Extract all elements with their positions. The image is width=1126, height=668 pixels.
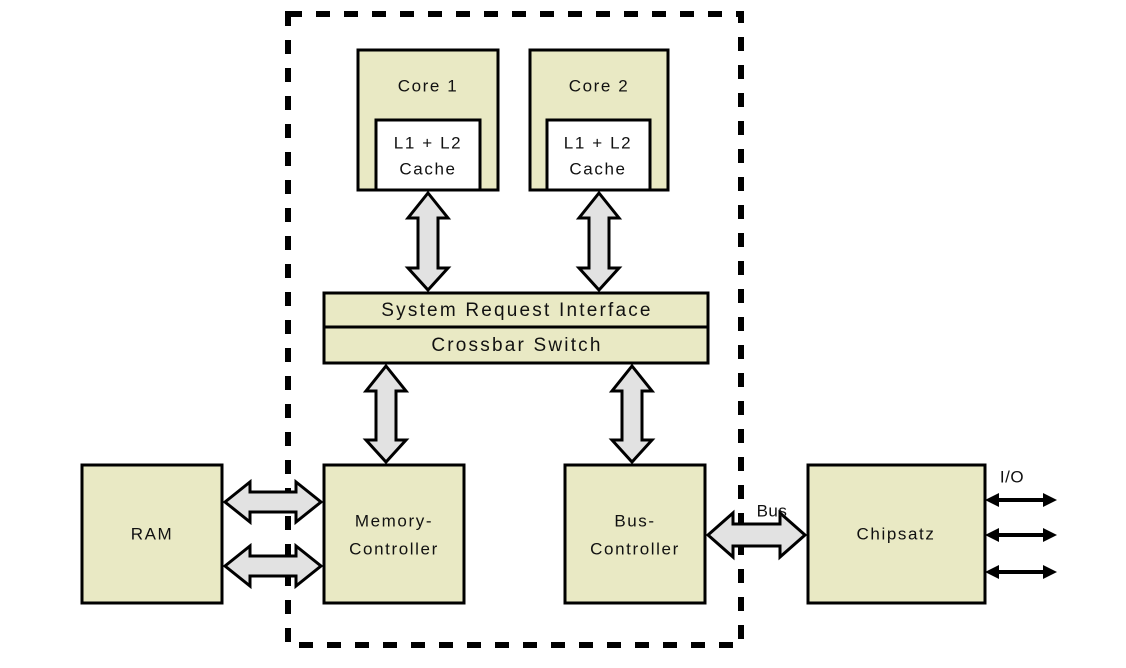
bus-controller-label-line1: Bus- — [614, 511, 655, 530]
io-arrowhead-right-3 — [1043, 565, 1057, 579]
block-system-request-interface[interactable]: System Request Interface — [322, 291, 710, 329]
core2-label: Core 2 — [569, 76, 630, 95]
cache2-label-line1: L1 + L2 — [564, 133, 632, 152]
memory-controller-label-line2: Controller — [349, 539, 439, 558]
io-arrows-group — [985, 493, 1057, 579]
block-cache2[interactable]: L1 + L2 Cache — [545, 118, 652, 192]
bus-label: Bus — [757, 501, 788, 520]
sri-label: System Request Interface — [381, 300, 652, 321]
cache2-rect — [545, 118, 652, 192]
bus-controller-rect — [563, 463, 707, 605]
arrow-ram-memory-controller-lower — [222, 542, 324, 590]
chipset-label: Chipsatz — [857, 524, 936, 543]
block-memory-controller[interactable]: Memory- Controller — [322, 463, 466, 605]
cache1-rect — [374, 118, 482, 192]
block-bus-controller[interactable]: Bus- Controller — [563, 463, 707, 605]
ram-label: RAM — [131, 524, 174, 543]
arrow-crossbar-to-bus-controller — [608, 363, 656, 465]
io-arrowhead-left-2 — [985, 528, 999, 542]
io-arrowhead-right-2 — [1043, 528, 1057, 542]
crossbar-label: Crossbar Switch — [431, 335, 602, 356]
arrow-bus-controller-chipset — [705, 509, 808, 561]
io-label: I/O — [1000, 467, 1024, 486]
bus-controller-label-line2: Controller — [590, 539, 680, 558]
chipset-rect — [806, 463, 987, 605]
ram-rect — [80, 463, 224, 605]
io-arrowhead-left-1 — [985, 493, 999, 507]
arrow-core2-to-sri — [575, 190, 623, 293]
io-arrowhead-left-3 — [985, 565, 999, 579]
block-ram[interactable]: RAM — [80, 463, 224, 605]
memory-controller-rect — [322, 463, 466, 605]
arrow-core1-to-sri — [404, 190, 452, 293]
crossbar-rect — [322, 325, 710, 365]
cache1-label-line1: L1 + L2 — [394, 133, 462, 152]
cpu-die-boundary — [285, 11, 744, 648]
arrow-crossbar-to-memory-controller — [362, 363, 410, 465]
block-cache1[interactable]: L1 + L2 Cache — [374, 118, 482, 192]
block-chipset[interactable]: Chipsatz — [806, 463, 987, 605]
core1-label: Core 1 — [398, 76, 459, 95]
block-crossbar-switch[interactable]: Crossbar Switch — [322, 325, 710, 365]
arrow-ram-memory-controller-upper — [222, 478, 324, 526]
cache1-label-line2: Cache — [399, 159, 456, 178]
io-arrowhead-right-1 — [1043, 493, 1057, 507]
memory-controller-label-line1: Memory- — [355, 511, 433, 530]
cache2-label-line2: Cache — [569, 159, 626, 178]
